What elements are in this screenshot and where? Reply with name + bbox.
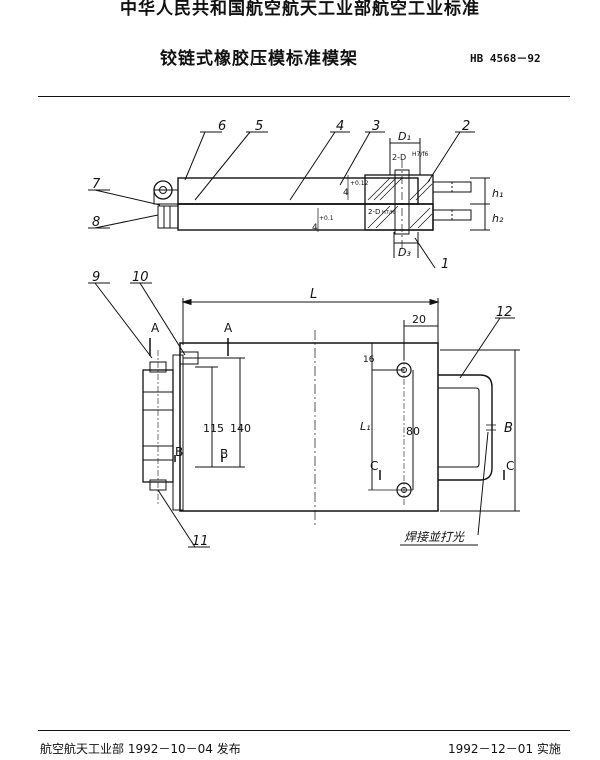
header-rule [38,96,570,97]
part-number-10: 10 [132,270,149,285]
part-number-5: 5 [255,119,263,134]
part-number-2: 2 [462,119,470,134]
section-c-right: C [506,459,514,473]
issuing-organization: 中华人民共和国航空航天工业部航空工业标准 [120,0,480,19]
dim-width-b: B [504,421,513,436]
part-number-9: 9 [92,270,100,285]
standard-number: HB 4568－92 [470,52,541,65]
dim-20: 20 [412,313,426,326]
weld-note: 焊接並打光 [404,530,465,544]
part-number-4: 4 [336,119,344,134]
dim-4-top-tolerance: +0.12 [350,180,369,187]
dim-d3: D₃ [398,246,411,259]
dim-4-bottom-tolerance: +0.1 [319,215,334,222]
part-number-7: 7 [92,177,101,192]
part-number-6: 6 [218,119,226,134]
dim-l1: L₁ [360,420,371,433]
dim-16: 16 [363,355,375,365]
section-c-left: C [370,459,378,473]
dim-h2: h₂ [492,212,504,225]
dim-length-l: L [310,287,317,302]
hole-tolerance-mid: H7/f6 [382,210,396,216]
document-title: 铰链式橡胶压模标准模架 [160,49,358,69]
footer-rule [38,730,570,731]
side-view [88,131,490,269]
part-number-3: 3 [372,119,380,134]
part-number-1: 1 [441,257,449,272]
section-a-right: A [224,321,233,335]
dim-80: 80 [406,425,420,438]
part-number-12: 12 [496,305,513,320]
part-number-8: 8 [92,215,100,230]
dim-4-top: 4 [343,188,349,198]
plan-view [88,282,520,548]
hole-fit-mid: 2-D [368,208,380,216]
dim-h1: h₁ [492,187,503,200]
dim-115: 115 [203,422,224,435]
effective-date: 1992－12－01 实施 [448,742,561,756]
issue-date: 航空航天工业部 1992－10－04 发布 [40,742,241,756]
hole-tolerance-top: H7/f6 [412,151,428,158]
part-number-11: 11 [192,534,209,549]
section-a-left: A [151,321,160,335]
section-b-right: B [220,447,228,461]
section-b-left: B [175,445,183,459]
dim-140: 140 [230,422,251,435]
dim-d1: D₁ [398,130,411,143]
dim-4-bottom: 4 [312,223,318,233]
hole-fit-top: 2-D [392,153,406,162]
